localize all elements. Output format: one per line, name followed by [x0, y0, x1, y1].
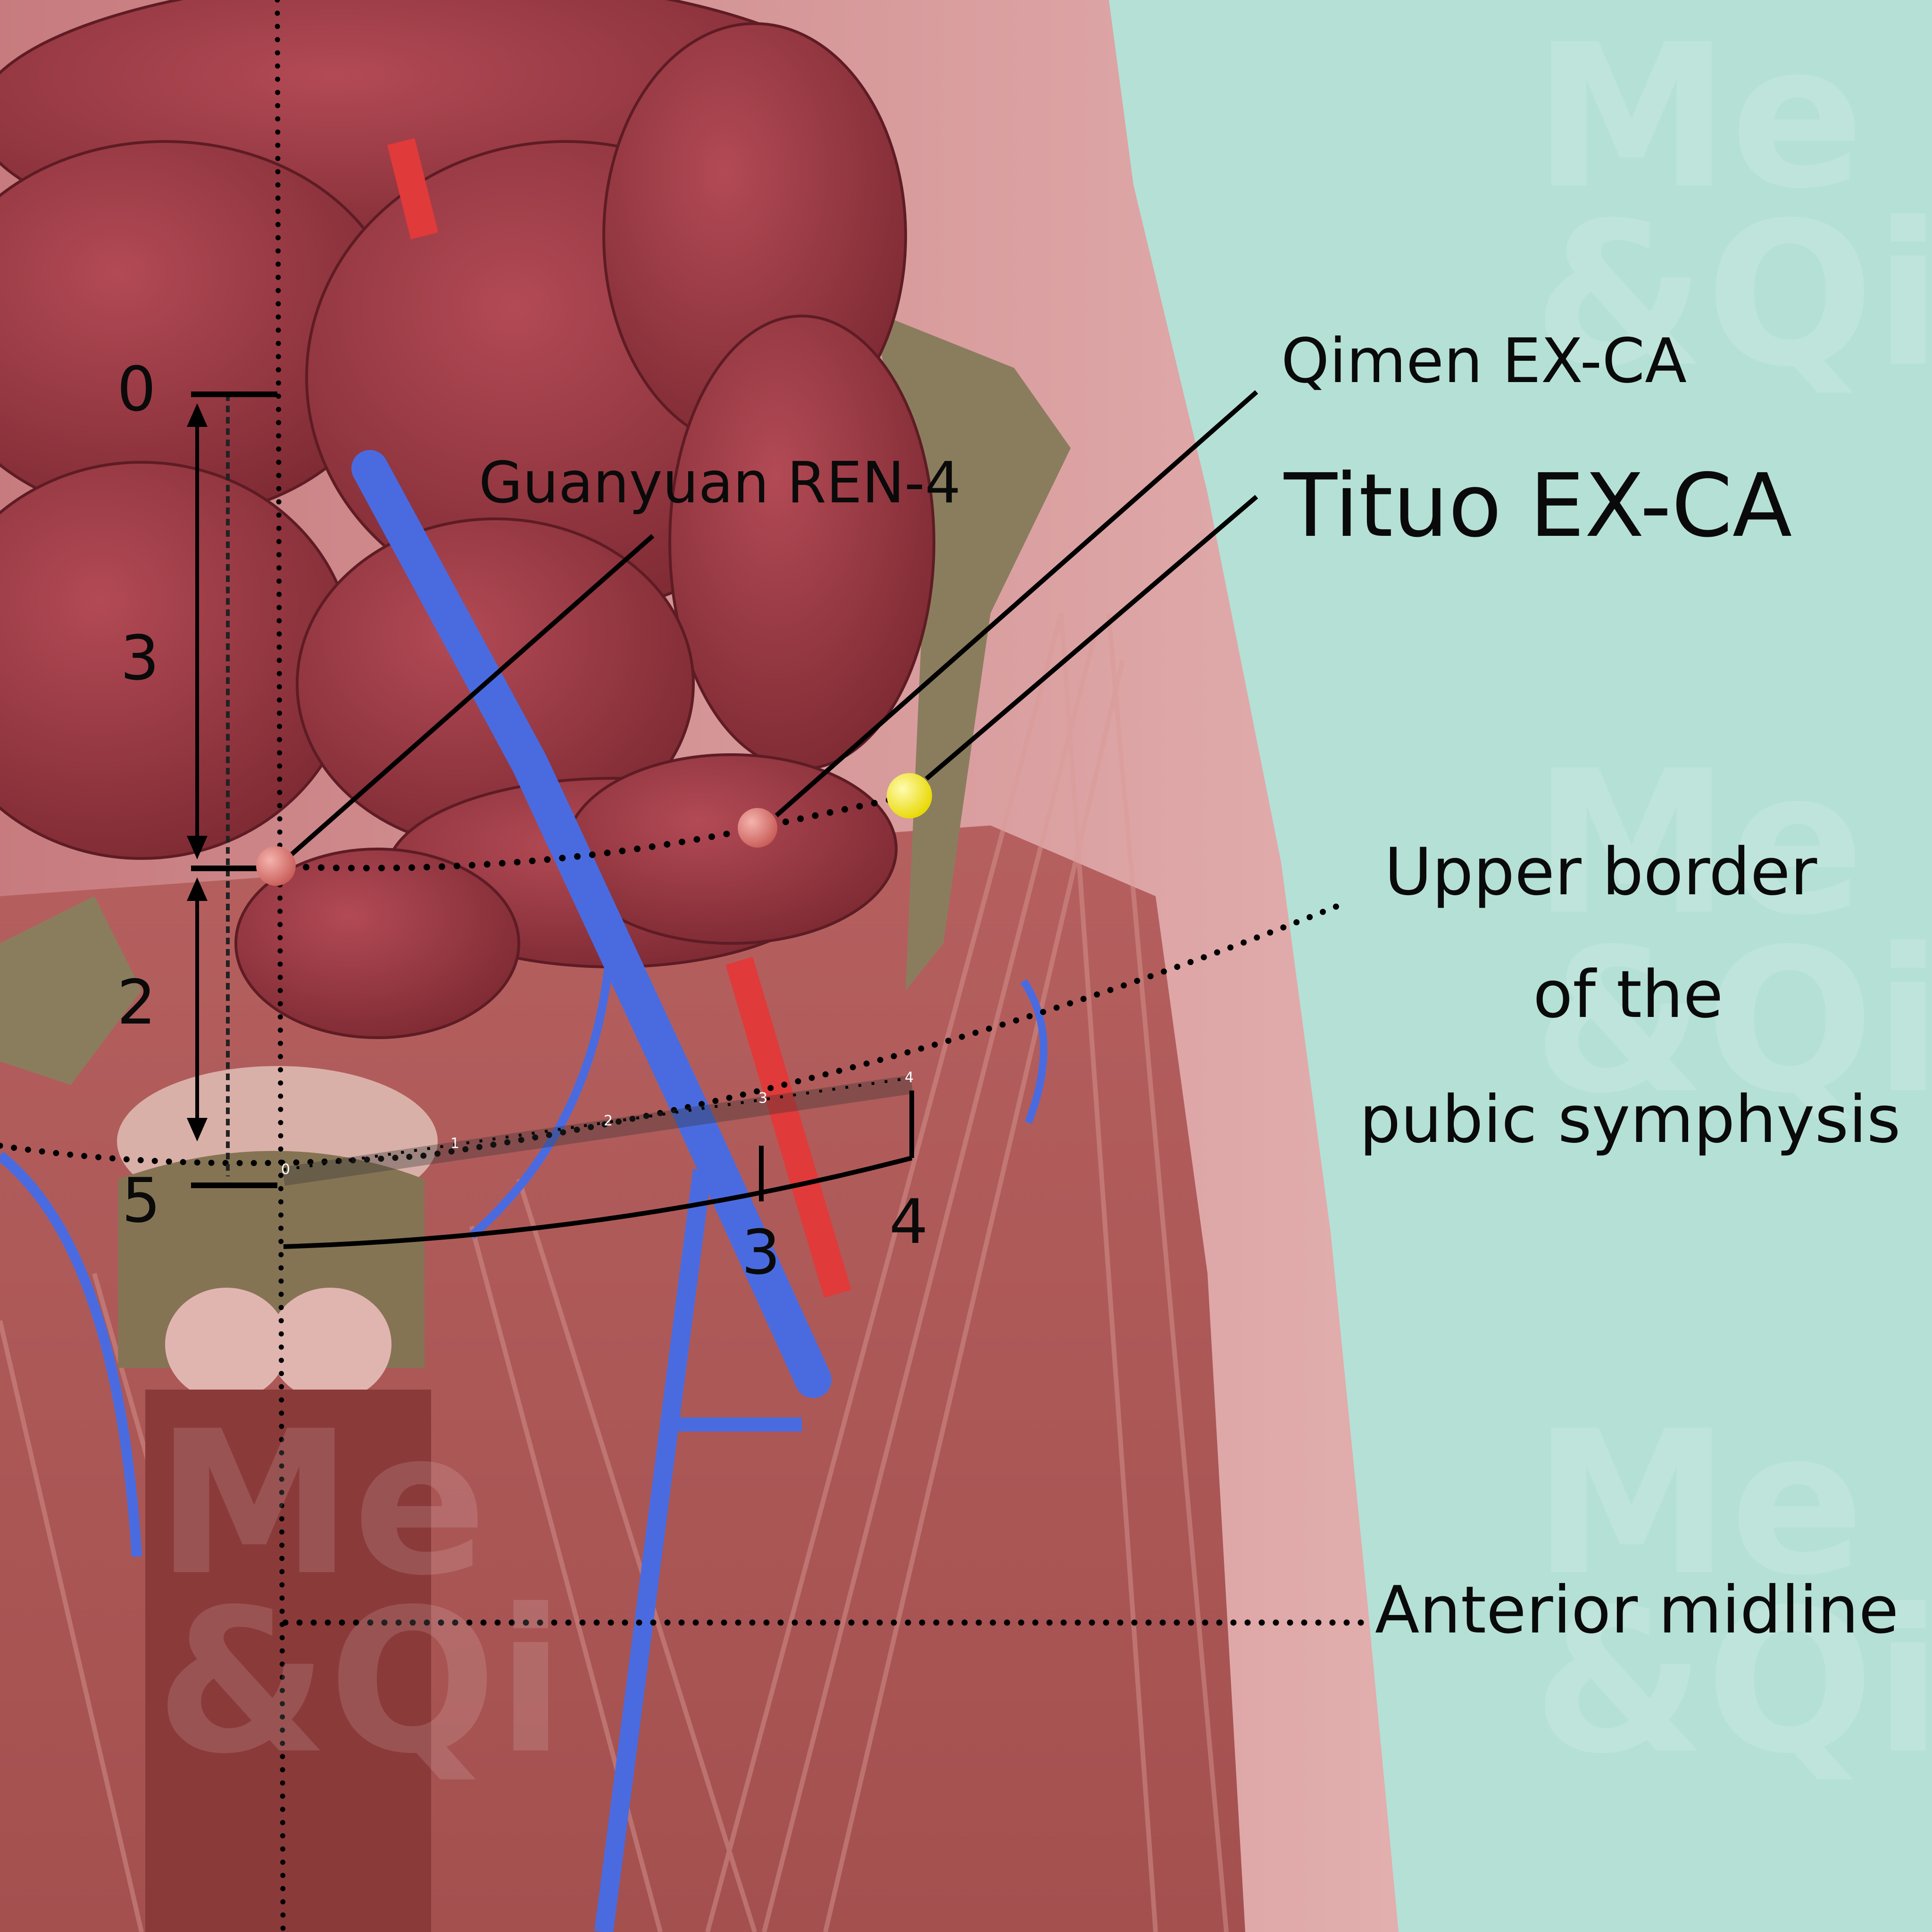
- tituo-point[interactable]: [887, 773, 932, 818]
- ruler-tick-2: 2: [604, 1113, 613, 1129]
- ruler-tick-1: 1: [450, 1135, 460, 1152]
- guanyuan-label: Guanyuan REN-4: [479, 450, 961, 516]
- guanyuan-point[interactable]: [256, 846, 296, 886]
- pubic-border-line: [0, 900, 1348, 1166]
- muscle-fibers: [0, 612, 1229, 1932]
- vein: [594, 1169, 712, 1932]
- horizontal-ruler: [282, 1075, 914, 1249]
- distance-number-4: 4: [889, 1186, 928, 1257]
- qimen-label: Qimen EX-CA: [1281, 325, 1687, 397]
- watermark: Me&Qi: [1533, 728, 1932, 1137]
- scale-number-2: 2: [117, 966, 156, 1038]
- tissue: [165, 1288, 288, 1401]
- artery: [725, 957, 851, 1298]
- qimen-leader: [774, 390, 1258, 817]
- guanyuan-leader: [288, 534, 655, 858]
- pubic-label-line2: of the: [1533, 957, 1724, 1033]
- ruler-tick-4: 4: [905, 1069, 914, 1086]
- distance-number-3: 3: [741, 1216, 781, 1288]
- qimen-point[interactable]: [738, 808, 777, 848]
- intestines: [0, 0, 935, 1039]
- ruler-tick-0: 0: [281, 1161, 291, 1178]
- vein: [1020, 979, 1048, 1124]
- tissue: [269, 1288, 391, 1401]
- scale-number-0: 0: [117, 353, 156, 425]
- watermark: Me&Qi: [1533, 1389, 1932, 1798]
- watermark: Me&Qi: [1533, 2, 1932, 411]
- pubic-bone: [0, 896, 142, 1085]
- midline-label: Anterior midline: [1375, 1572, 1899, 1648]
- vein: [351, 450, 832, 1398]
- watermark: Me&Qi: [156, 1389, 565, 1798]
- vein: [469, 966, 613, 1239]
- distance-arc: [283, 1156, 913, 1249]
- point-curve: [273, 792, 913, 872]
- vein: [0, 1151, 142, 1557]
- anterior-midline: [275, 0, 286, 1932]
- pubic-label-line1: Upper border: [1384, 834, 1817, 910]
- pubic-label-line3: pubic symphysis: [1359, 1082, 1901, 1158]
- tituo-label: Tituo EX-CA: [1284, 455, 1792, 557]
- privacy-block: [145, 1390, 431, 1932]
- scale-number-5: 5: [122, 1165, 161, 1236]
- ruler-tick-3: 3: [758, 1090, 768, 1107]
- scale-number-3: 3: [120, 622, 159, 694]
- tituo-leader: [924, 495, 1258, 781]
- artery: [387, 138, 439, 240]
